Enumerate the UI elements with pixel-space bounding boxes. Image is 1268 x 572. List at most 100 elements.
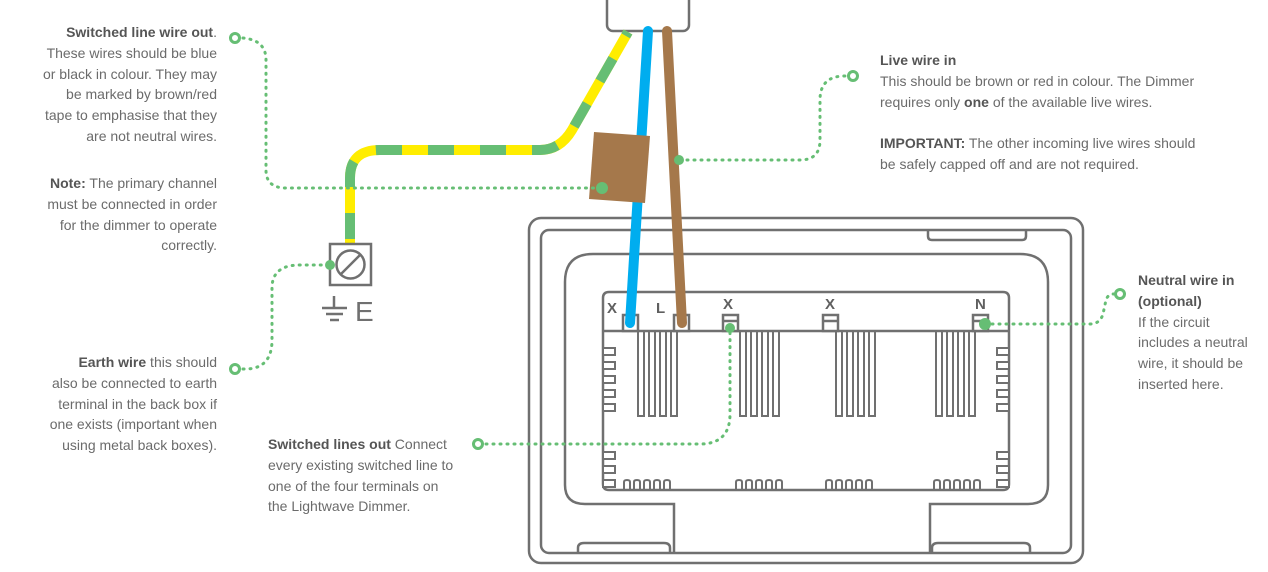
callout-marker-neutral <box>1114 288 1126 300</box>
slot-x3 <box>821 313 840 333</box>
annotation-line: inserted here. <box>1138 375 1224 392</box>
annotation-switched-line-wire-out: Switched line wire out. These wires shou… <box>0 22 217 147</box>
annotation-line: be marked by brown/red <box>66 86 217 103</box>
callout-line-switched-out <box>484 324 732 446</box>
annotation-neutral-wire-in: Neutral wire in (optional) If the circui… <box>1138 270 1268 395</box>
terminal-fin <box>772 331 780 417</box>
bottom-tooth <box>765 478 773 490</box>
title-suffix: . <box>213 24 217 40</box>
bottom-tooth <box>745 478 753 490</box>
annotation-title: Neutral wire in <box>1138 272 1235 288</box>
bottom-tooth <box>755 478 763 490</box>
terminal-fin <box>968 331 976 417</box>
side-tooth <box>602 465 616 474</box>
annotation-line: If the circuit <box>1138 313 1210 330</box>
dimmer-backplate <box>527 216 1085 565</box>
callout-dot-switched-out <box>725 323 735 333</box>
callout-marker-switched-out <box>472 438 484 450</box>
callout-line-live <box>678 74 847 162</box>
bottom-tooth <box>633 478 641 490</box>
annotation-text: The other incoming live wires should <box>965 135 1196 152</box>
bottom-tooth <box>855 478 863 490</box>
terminal-label-l: L <box>656 300 665 317</box>
side-tooth <box>996 403 1010 412</box>
annotation-note: Note: The primary channel must be connec… <box>0 173 217 256</box>
annotation-title: Switched lines out <box>268 436 391 452</box>
annotation-text: of the available live wires. <box>988 93 1153 110</box>
annotation-text: The primary channel <box>85 175 217 191</box>
bottom-tooth <box>845 478 853 490</box>
side-tooth <box>996 465 1010 474</box>
terminal-fin <box>846 331 854 417</box>
annotation-line: one of the four terminals on <box>268 477 439 494</box>
terminal-fin <box>935 331 943 417</box>
bottom-tooth <box>623 478 631 490</box>
annotation-title-optional: (optional) <box>1138 292 1202 309</box>
bottom-tooth <box>653 478 661 490</box>
bottom-tooth <box>865 478 873 490</box>
terminal-teeth <box>602 347 1010 490</box>
annotation-text: requires only <box>880 93 965 110</box>
bottom-tooth <box>953 478 961 490</box>
callout-dot-neutral <box>979 318 991 330</box>
annotation-line: These wires should be blue <box>46 44 217 61</box>
side-tooth <box>996 389 1010 398</box>
annotation-live-wire-in: Live wire in This should be brown or red… <box>880 50 1260 175</box>
bottom-tooth <box>973 478 981 490</box>
terminal-label-n: N <box>975 296 986 313</box>
annotation-line: also be connected to earth <box>51 374 217 391</box>
bottom-tooth <box>835 478 843 490</box>
side-tooth <box>996 361 1010 370</box>
annotation-line: or black in colour. They may <box>42 65 217 82</box>
side-tooth <box>996 347 1010 356</box>
terminal-fin <box>946 331 954 417</box>
bottom-tooth <box>933 478 941 490</box>
terminal-fin <box>750 331 758 417</box>
side-tooth <box>602 375 616 384</box>
earth-wire-stripes <box>345 29 633 243</box>
callout-dot-earth <box>325 260 335 270</box>
annotation-important-title: IMPORTANT: <box>880 135 966 152</box>
bottom-tooth <box>775 478 783 490</box>
earth-wire <box>345 29 633 243</box>
bottom-tooth <box>735 478 743 490</box>
side-tooth <box>996 479 1010 488</box>
annotation-line: be safely capped off and are not require… <box>880 155 1139 172</box>
side-tooth <box>602 361 616 370</box>
bottom-tooth <box>825 478 833 490</box>
annotation-title: Live wire in <box>880 52 957 68</box>
terminal-label-x3: X <box>825 296 835 313</box>
earth-terminal <box>328 242 373 287</box>
annotation-emphasis: one <box>964 93 989 110</box>
annotation-line: terminal in the back box if <box>58 395 217 412</box>
annotation-line: This should be brown or red in colour. T… <box>880 72 1195 89</box>
side-tooth <box>996 451 1010 460</box>
callout-dot-live <box>674 155 684 165</box>
ground-icon <box>322 296 347 322</box>
callout-dot-tape <box>596 182 608 194</box>
annotation-line: wire, it should be <box>1138 355 1244 372</box>
terminal-label-x2: X <box>723 296 733 313</box>
annotation-line: every existing switched line to <box>268 456 454 473</box>
annotation-line: using metal back boxes). <box>62 437 217 454</box>
brown-live-wire <box>662 26 687 328</box>
side-tooth <box>602 403 616 412</box>
callout-marker-switched-wire <box>229 32 241 44</box>
bottom-tooth <box>963 478 971 490</box>
terminal-fin <box>868 331 876 417</box>
annotation-line: are not neutral wires. <box>86 127 217 144</box>
bottom-tooth <box>663 478 671 490</box>
annotation-switched-lines-out: Switched lines out Connect every existin… <box>268 434 498 517</box>
callout-line-switched-wire <box>241 36 602 190</box>
annotation-title: Earth wire <box>78 354 147 370</box>
annotation-line: includes a neutral <box>1138 334 1248 351</box>
earth-label: E <box>355 296 374 327</box>
terminal-fin <box>957 331 965 417</box>
annotation-title: Note: <box>49 175 86 191</box>
annotation-line: the Lightwave Dimmer. <box>268 498 411 515</box>
annotation-earth-wire: Earth wire this should also be connected… <box>0 352 217 456</box>
terminal-fin <box>670 331 678 417</box>
callout-marker-live <box>847 70 859 82</box>
terminal-fin <box>739 331 747 417</box>
